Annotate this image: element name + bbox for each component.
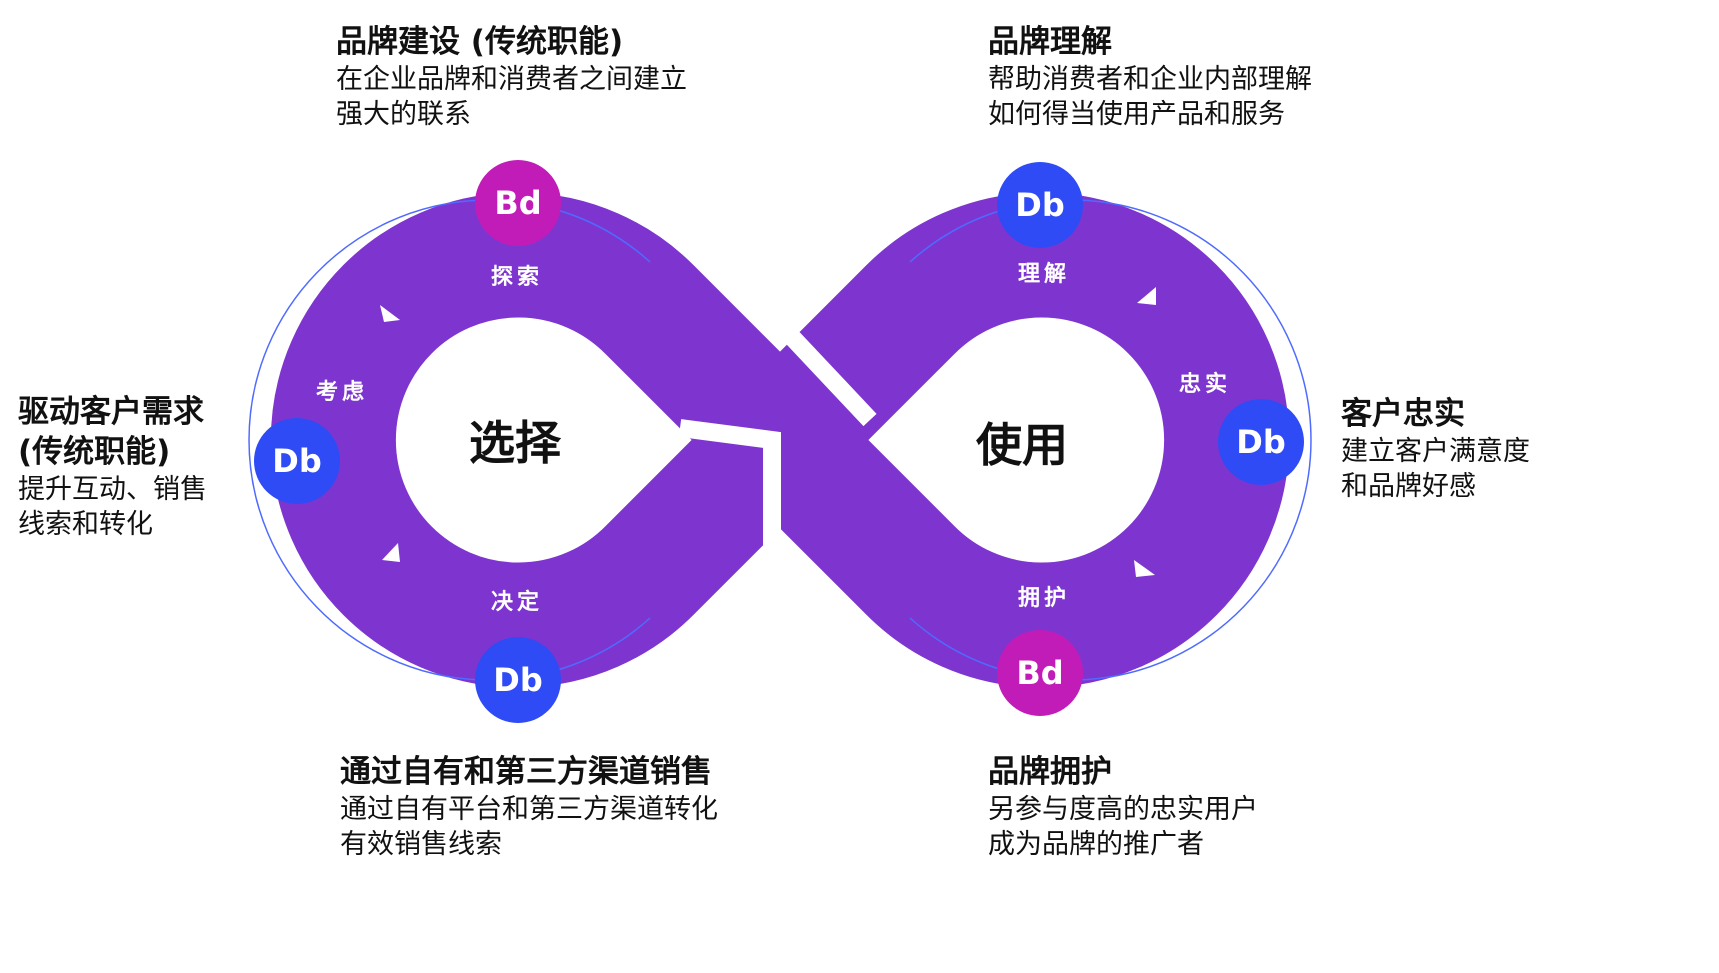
arrow-icon: [380, 305, 400, 322]
block-title: (传统职能): [18, 434, 171, 470]
block-title: 品牌理解: [988, 24, 1112, 60]
center-label-use: 使用: [976, 418, 1068, 472]
block-line: 提升互动、销售: [18, 474, 207, 505]
text-block-advocacy: 品牌拥护 另参与度高的忠实用户 成为品牌的推广者: [988, 752, 1258, 862]
db-badge: Db: [254, 418, 340, 504]
bd-badge: Bd: [997, 630, 1083, 716]
arrow-icon: [382, 543, 400, 562]
center-label-choose: 选择: [469, 416, 561, 470]
block-title: 驱动客户需求: [18, 394, 204, 430]
bd-badge: Bd: [475, 160, 561, 246]
block-line: 如何得当使用产品和服务: [988, 99, 1285, 130]
text-block-customer-loyalty: 客户忠实 建立客户满意度 和品牌好感: [1341, 394, 1530, 504]
block-line: 强大的联系: [336, 99, 471, 130]
block-line: 建立客户满意度: [1341, 436, 1530, 467]
stage-decide: 决定: [490, 590, 544, 615]
block-line: 帮助消费者和企业内部理解: [988, 64, 1312, 95]
block-line: 在企业品牌和消费者之间建立: [336, 64, 687, 95]
text-block-brand-building: 品牌建设 (传统职能) 在企业品牌和消费者之间建立 强大的联系: [336, 22, 687, 132]
block-line: 线索和转化: [18, 509, 153, 540]
stage-consider: 考虑: [315, 380, 369, 405]
arrow-icon: [1134, 560, 1155, 577]
block-title: 客户忠实: [1341, 396, 1465, 432]
block-title: 通过自有和第三方渠道销售: [340, 754, 712, 790]
text-block-brand-understanding: 品牌理解 帮助消费者和企业内部理解 如何得当使用产品和服务: [988, 22, 1312, 132]
block-line: 通过自有平台和第三方渠道转化: [340, 794, 718, 825]
db-badge: Db: [475, 637, 561, 723]
block-title: 品牌建设 (传统职能): [336, 24, 624, 60]
block-line: 和品牌好感: [1341, 471, 1476, 502]
block-title: 品牌拥护: [988, 754, 1112, 790]
db-badge: Db: [1218, 399, 1304, 485]
stage-loyal: 忠实: [1178, 372, 1232, 397]
loop-gap: [678, 328, 877, 560]
db-badge: Db: [997, 162, 1083, 248]
stage-advocate: 拥护: [1017, 586, 1071, 611]
text-block-sales: 通过自有和第三方渠道销售 通过自有平台和第三方渠道转化 有效销售线索: [340, 752, 718, 862]
block-line: 有效销售线索: [340, 829, 502, 860]
block-line: 另参与度高的忠实用户: [988, 794, 1258, 825]
block-line: 成为品牌的推广者: [988, 829, 1204, 860]
stage-understand: 理解: [1017, 262, 1071, 287]
stage-explore: 探索: [490, 265, 544, 290]
text-block-drive-demand: 驱动客户需求 (传统职能) 提升互动、销售 线索和转化: [18, 392, 207, 542]
arrow-icon: [1137, 287, 1156, 305]
